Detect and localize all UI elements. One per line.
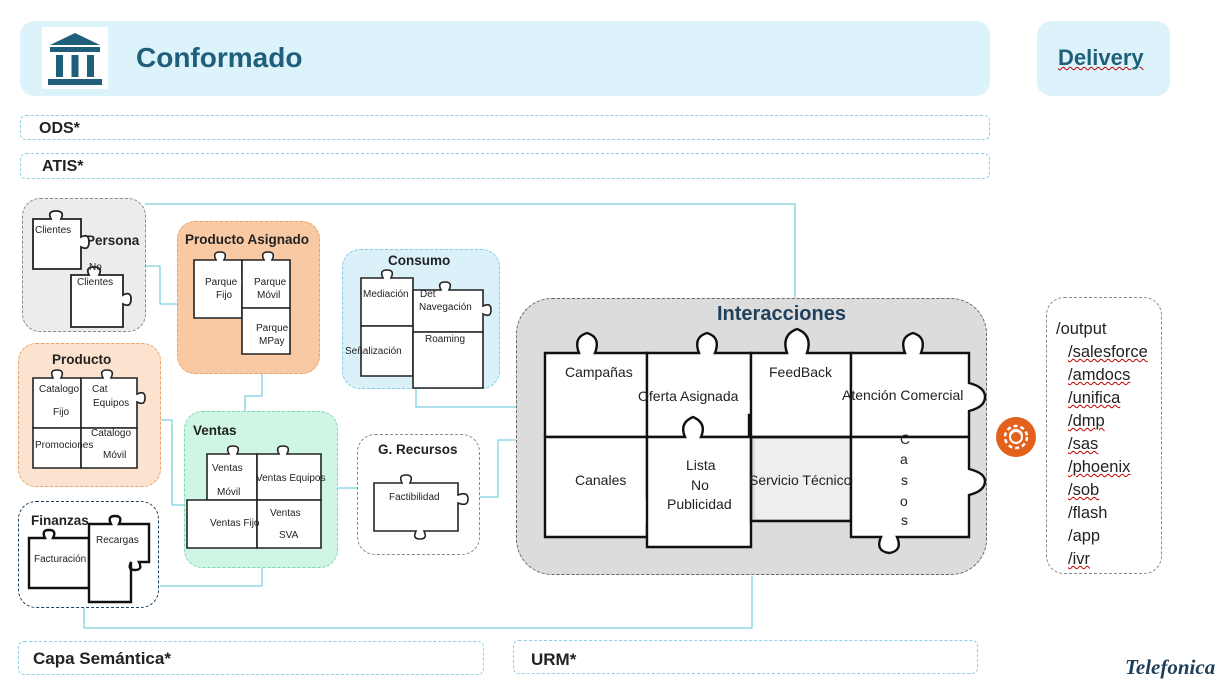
puzzle-pieces bbox=[360, 269, 492, 389]
finanzas-title: Finanzas bbox=[31, 513, 89, 528]
urm-layer: URM* bbox=[513, 640, 978, 674]
output-item: /unifica bbox=[1068, 389, 1121, 407]
piece-parque-mpay-2: MPay bbox=[259, 336, 285, 347]
page-title: Conformado bbox=[136, 42, 303, 73]
piece-facturacion: Facturación bbox=[34, 554, 87, 565]
piece-feedback: FeedBack bbox=[769, 364, 833, 380]
piece-senalizacion: Señalización bbox=[345, 346, 402, 357]
piece-ventas-equipos: Ventas Equipos bbox=[256, 473, 326, 484]
piece-lista: Lista bbox=[686, 457, 716, 473]
piece-catalogo-fijo-1: Catalogo bbox=[39, 384, 80, 395]
delivery-banner: Delivery bbox=[1037, 21, 1170, 96]
piece-campanas: Campañas bbox=[565, 364, 633, 380]
piece-clientes: Clientes bbox=[35, 225, 72, 236]
piece-roaming: Roaming bbox=[425, 334, 466, 345]
piece-canales: Canales bbox=[575, 472, 627, 488]
piece-ventas-movil-2: Móvil bbox=[217, 487, 241, 498]
interacciones-title: Interacciones bbox=[717, 303, 846, 325]
output-item: /phoenix bbox=[1068, 458, 1131, 476]
ods-label: ODS* bbox=[39, 120, 80, 137]
piece-casos-o: o bbox=[900, 493, 908, 509]
piece-casos-s2: s bbox=[901, 512, 908, 528]
piece-no: No bbox=[89, 262, 102, 273]
ventas-title: Ventas bbox=[193, 423, 237, 438]
atis-label: ATIS* bbox=[42, 158, 84, 175]
output-item: /app bbox=[1068, 527, 1101, 545]
piece-det: Det bbox=[420, 289, 436, 300]
piece-catalogo-movil-1: Catalogo bbox=[91, 428, 132, 439]
piece-casos-s1: s bbox=[901, 472, 908, 488]
building-columns-icon bbox=[42, 27, 108, 89]
puzzle-pieces bbox=[373, 474, 469, 540]
output-item: /amdocs bbox=[1068, 366, 1131, 384]
output-item: /flash bbox=[1068, 504, 1108, 522]
piece-cat-equipos-1: Cat bbox=[92, 384, 108, 395]
puzzle-pieces bbox=[193, 251, 291, 355]
piece-ventas-sva-2: SVA bbox=[279, 530, 299, 541]
svg-text:Telefonica: Telefonica bbox=[1125, 655, 1215, 679]
piece-catalogo-fijo-2: Fijo bbox=[53, 407, 70, 418]
piece-publicidad: Publicidad bbox=[667, 496, 732, 512]
puzzle-pieces bbox=[32, 210, 132, 328]
piece-casos-c: C bbox=[900, 431, 911, 447]
piece-ventas-sva-1: Ventas bbox=[270, 508, 301, 519]
capa-semantica-label: Capa Semántica* bbox=[33, 649, 171, 668]
piece-parque-fijo-2: Fijo bbox=[216, 290, 233, 301]
piece-catalogo-movil-2: Móvil bbox=[103, 450, 127, 461]
piece-atencion-comercial: Atención Comercial bbox=[842, 387, 964, 403]
g-recursos-title: G. Recursos bbox=[378, 442, 458, 457]
producto-group: Producto Catalogo Fijo Cat Equipos Catal… bbox=[18, 343, 161, 487]
puzzle-pieces bbox=[543, 327, 987, 555]
producto-asignado-title: Producto Asignado bbox=[185, 232, 309, 247]
persona-group: Persona Clientes No Clientes bbox=[22, 198, 146, 332]
piece-parque-movil-2: Móvil bbox=[257, 290, 281, 301]
piece-recargas: Recargas bbox=[96, 535, 139, 546]
piece-no: No bbox=[691, 477, 709, 493]
telefonica-logo: Telefonica bbox=[1123, 652, 1215, 682]
g-recursos-group: G. Recursos Factibilidad bbox=[357, 434, 480, 555]
ventas-group: Ventas Ventas Móvil Ventas Equipos Venta… bbox=[184, 411, 338, 568]
piece-oferta-asignada: Oferta Asignada bbox=[638, 388, 739, 404]
output-item: /dmp bbox=[1068, 412, 1105, 430]
atis-layer: ATIS* bbox=[20, 153, 990, 179]
finanzas-group: Finanzas Recargas Facturación bbox=[18, 501, 159, 608]
piece-casos-a: a bbox=[900, 451, 908, 467]
output-root: /output bbox=[1056, 320, 1107, 338]
piece-servicio-tecnico: Servicio Técnico bbox=[749, 472, 852, 488]
puzzle-pieces bbox=[27, 514, 151, 604]
consumo-title: Consumo bbox=[388, 253, 451, 268]
output-item: /sas bbox=[1068, 435, 1099, 453]
persona-title: Persona bbox=[86, 233, 140, 248]
output-item: /salesforce bbox=[1068, 343, 1148, 361]
piece-promociones: Promociones bbox=[35, 440, 94, 451]
output-item: /ivr bbox=[1068, 550, 1090, 568]
capa-semantica-layer: Capa Semántica* bbox=[18, 641, 484, 675]
gear-sync-icon bbox=[995, 416, 1037, 458]
piece-mediacion: Mediación bbox=[363, 289, 409, 300]
piece-ventas-movil-1: Ventas bbox=[212, 463, 243, 474]
piece-parque-movil-1: Parque bbox=[254, 277, 287, 288]
puzzle-pieces bbox=[186, 445, 322, 549]
piece-no-clientes: Clientes bbox=[77, 277, 114, 288]
interacciones-group: Interacciones Campañas Oferta Asignada F… bbox=[516, 298, 987, 575]
piece-factibilidad: Factibilidad bbox=[389, 492, 440, 503]
piece-cat-equipos-2: Equipos bbox=[93, 398, 130, 409]
producto-title: Producto bbox=[52, 352, 112, 367]
piece-parque-fijo-1: Parque bbox=[205, 277, 238, 288]
consumo-group: Consumo Mediación Det Navegación Señaliz… bbox=[342, 249, 500, 389]
delivery-title: Delivery bbox=[1058, 45, 1144, 70]
piece-ventas-fijo: Ventas Fijo bbox=[210, 518, 260, 529]
producto-asignado-group: Producto Asignado Parque Fijo Parque Móv… bbox=[177, 221, 320, 374]
puzzle-pieces bbox=[32, 369, 146, 469]
output-list: /output /salesforce /amdocs /unifica /dm… bbox=[1056, 318, 1148, 571]
piece-parque-mpay-1: Parque bbox=[256, 323, 289, 334]
piece-navegacion: Navegación bbox=[419, 302, 472, 313]
output-list-box: /output /salesforce /amdocs /unifica /dm… bbox=[1046, 297, 1162, 574]
output-item: /sob bbox=[1068, 481, 1100, 499]
urm-label: URM* bbox=[531, 650, 577, 669]
header-banner: Conformado bbox=[20, 21, 990, 96]
ods-layer: ODS* bbox=[20, 115, 990, 140]
